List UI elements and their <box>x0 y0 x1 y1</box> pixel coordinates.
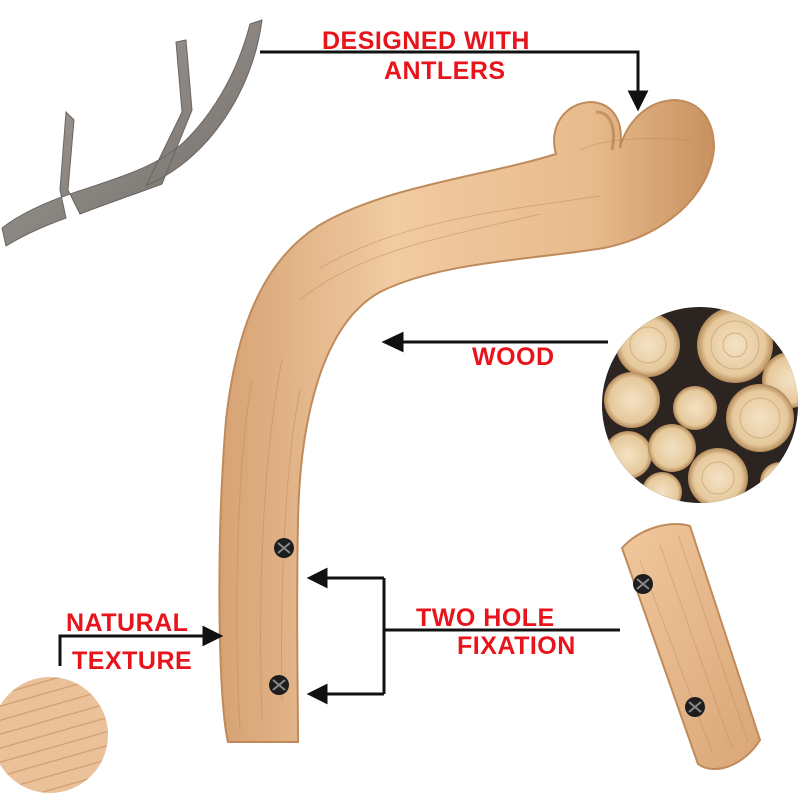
antler-icon <box>1 19 263 247</box>
wooden-hanger <box>218 98 716 743</box>
wood-label: WOOD <box>472 343 555 371</box>
antlers-label-line1: DESIGNED WITH <box>322 27 530 55</box>
texture-label-line1: NATURAL <box>66 609 189 637</box>
log-pile-icon <box>602 307 798 503</box>
mounting-plate <box>620 523 762 771</box>
fixation-label-line2: FIXATION <box>457 632 576 660</box>
texture-label-line2: TEXTURE <box>72 647 193 675</box>
wood-grain-icon <box>0 677 108 793</box>
antlers-arrow <box>260 50 649 112</box>
fixation-arrow <box>306 567 620 705</box>
screw-head-icon <box>685 697 705 717</box>
screw-head-icon <box>274 538 294 558</box>
screw-head-icon <box>633 574 653 594</box>
texture-arrow <box>58 625 224 666</box>
antlers-label-line2: ANTLERS <box>384 57 506 85</box>
fixation-label-line1: TWO HOLE <box>416 604 555 632</box>
wood-arrow <box>381 331 608 353</box>
screw-head-icon <box>269 675 289 695</box>
